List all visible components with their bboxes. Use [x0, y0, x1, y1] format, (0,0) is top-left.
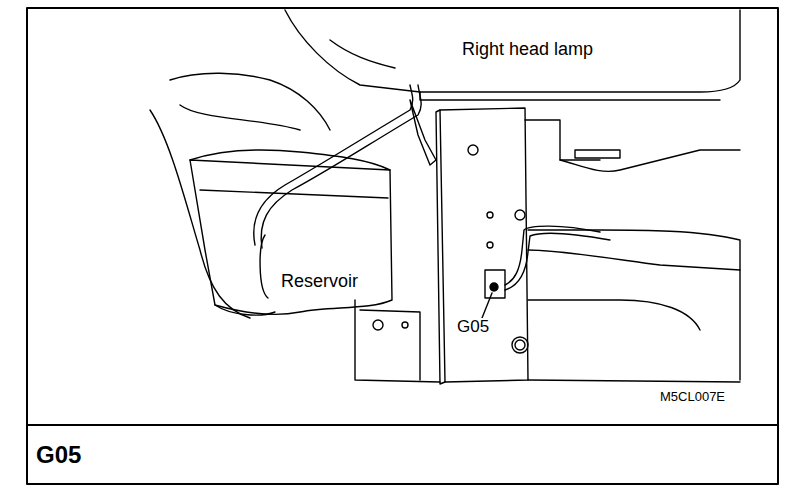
hole: [402, 322, 408, 328]
reservoir-band: [200, 190, 388, 198]
head-lamp-edge: [420, 92, 720, 100]
figure-code: M5CL007E: [660, 390, 725, 404]
hole: [468, 145, 478, 155]
frame: [27, 8, 778, 484]
wire: [261, 85, 421, 248]
reservoir-bottom: [215, 305, 275, 315]
fender-line: [180, 105, 300, 130]
hole: [515, 210, 525, 220]
hole: [373, 320, 383, 330]
support-frame: [528, 230, 740, 380]
hole: [515, 340, 525, 350]
hole: [487, 212, 493, 218]
wire: [528, 250, 740, 270]
grommet: [512, 337, 528, 353]
support-lower: [528, 300, 700, 330]
connector: [575, 150, 620, 158]
leader-line: [482, 293, 492, 318]
support-bottom: [528, 380, 740, 382]
ground-bolt: [490, 283, 498, 291]
head-lamp-detail: [330, 40, 395, 68]
bracket-edge: [436, 110, 445, 384]
support: [525, 120, 600, 160]
part-label: Right head lamp: [460, 40, 595, 60]
hole: [487, 242, 493, 248]
lower-panel-inner: [360, 310, 420, 380]
ground-wire: [505, 233, 610, 290]
fender-inner: [150, 110, 250, 318]
frame-divider: [27, 424, 778, 426]
lower-panel: [355, 300, 440, 382]
ground-tab: [485, 270, 505, 298]
reservoir-body: [190, 160, 392, 314]
connector-plug: [410, 100, 436, 165]
bracket-plate: [440, 108, 528, 382]
figure-title: G05: [36, 442, 81, 468]
wire: [560, 150, 740, 171]
ground-label: G05: [455, 318, 491, 337]
reservoir-top: [190, 150, 390, 170]
wire: [254, 85, 413, 245]
head-lamp: [285, 10, 740, 92]
fender: [170, 73, 330, 130]
part-label: Reservoir: [279, 272, 360, 292]
